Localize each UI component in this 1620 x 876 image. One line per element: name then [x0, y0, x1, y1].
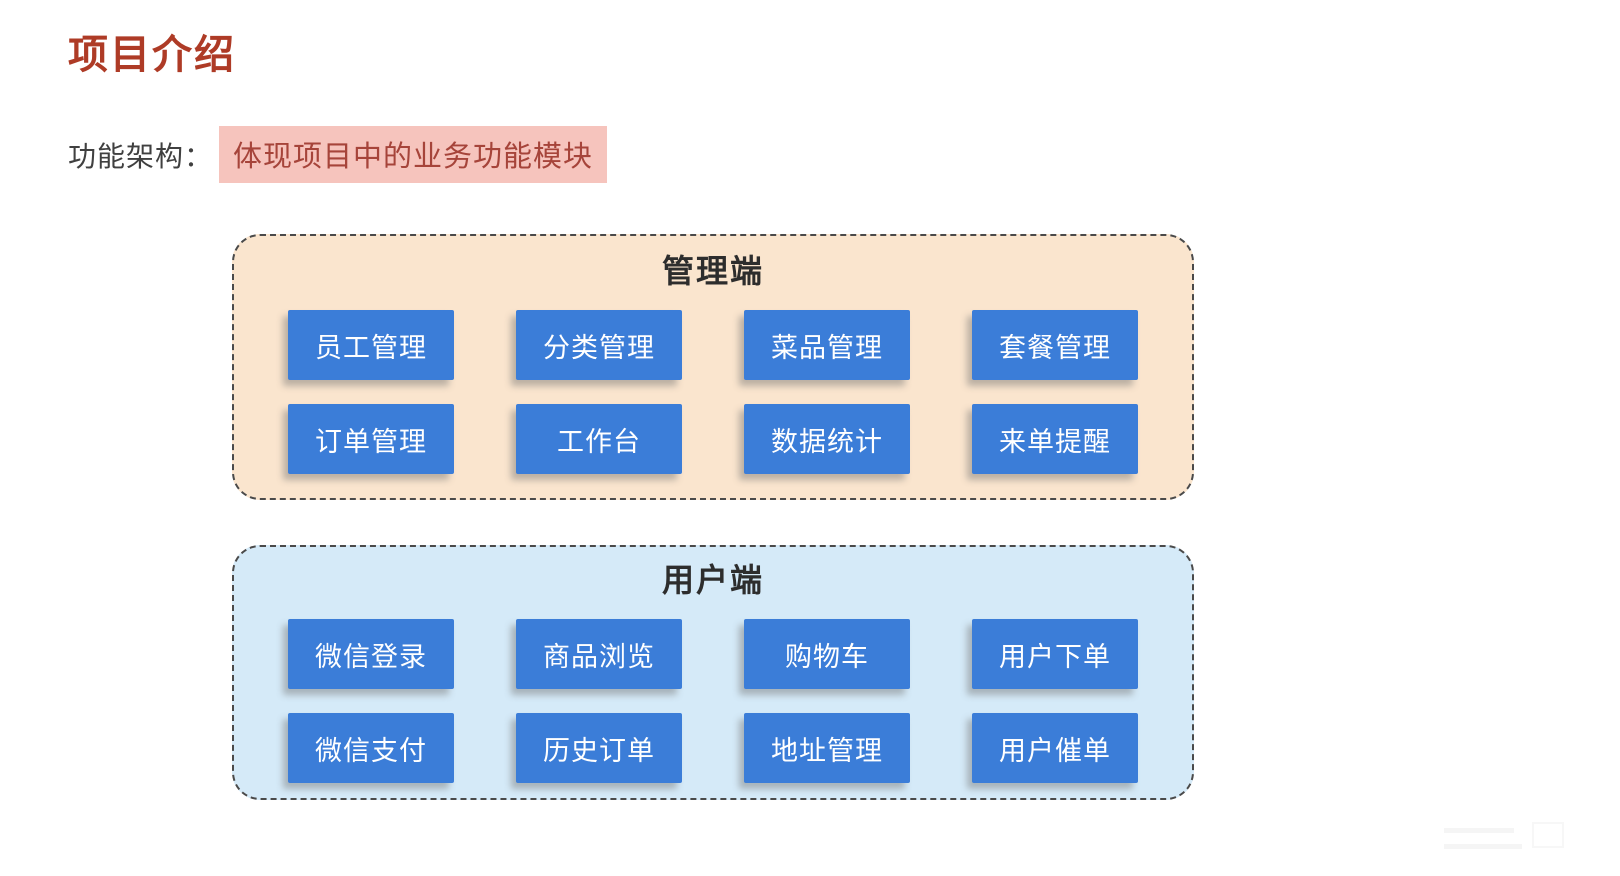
- module-block: 微信支付: [288, 713, 454, 783]
- module-block: 地址管理: [744, 713, 910, 783]
- watermark-shape: [1532, 822, 1564, 848]
- module-block: 菜品管理: [744, 310, 910, 380]
- module-block: 用户催单: [972, 713, 1138, 783]
- watermark-shape: [1444, 844, 1522, 849]
- module-block: 微信登录: [288, 619, 454, 689]
- module-block: 商品浏览: [516, 619, 682, 689]
- module-block: 工作台: [516, 404, 682, 474]
- module-block: 订单管理: [288, 404, 454, 474]
- subtitle-highlight: 体现项目中的业务功能模块: [219, 126, 608, 183]
- subtitle: 功能架构： 体现项目中的业务功能模块: [68, 126, 608, 183]
- module-block: 员工管理: [288, 310, 454, 380]
- module-block: 用户下单: [972, 619, 1138, 689]
- module-block: 购物车: [744, 619, 910, 689]
- module-block: 数据统计: [744, 404, 910, 474]
- page-title: 项目介绍: [68, 33, 236, 77]
- admin-panel-title: 管理端: [661, 253, 764, 289]
- watermark-shape: [1444, 828, 1514, 833]
- admin-module-grid: 员工管理 分类管理 菜品管理 套餐管理 订单管理 工作台 数据统计 来单提醒: [288, 310, 1138, 474]
- module-block: 套餐管理: [972, 310, 1138, 380]
- user-module-grid: 微信登录 商品浏览 购物车 用户下单 微信支付 历史订单 地址管理 用户催单: [288, 619, 1138, 783]
- module-block: 来单提醒: [972, 404, 1138, 474]
- admin-panel: 管理端 员工管理 分类管理 菜品管理 套餐管理 订单管理 工作台 数据统计 来单…: [232, 234, 1194, 500]
- watermark: [1444, 820, 1564, 856]
- user-panel: 用户端 微信登录 商品浏览 购物车 用户下单 微信支付 历史订单 地址管理 用户…: [232, 545, 1194, 800]
- user-panel-title: 用户端: [661, 562, 764, 598]
- module-block: 历史订单: [516, 713, 682, 783]
- module-block: 分类管理: [516, 310, 682, 380]
- subtitle-label: 功能架构：: [68, 140, 214, 172]
